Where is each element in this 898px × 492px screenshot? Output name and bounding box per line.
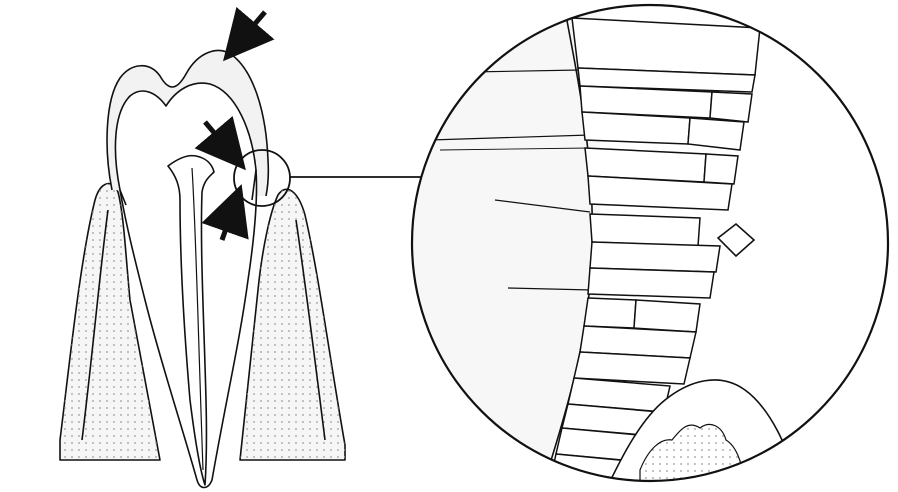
gum-right-stipple — [240, 189, 345, 460]
magnified-view — [400, 0, 888, 492]
prism — [582, 112, 690, 144]
prism — [710, 92, 752, 122]
prism — [572, 18, 760, 75]
prism — [590, 214, 700, 246]
prism — [584, 298, 636, 328]
tooth-cross-section — [60, 51, 345, 488]
prism — [588, 268, 714, 298]
prism — [590, 242, 720, 272]
detached-prism-fragment — [718, 224, 754, 256]
prism — [704, 154, 738, 184]
prism — [688, 118, 744, 150]
arrow-enamel-surface — [236, 12, 265, 46]
prism — [634, 300, 700, 332]
